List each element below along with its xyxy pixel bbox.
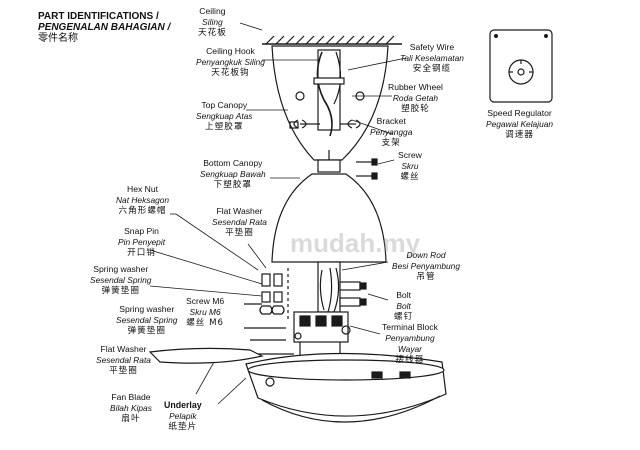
watermark-text: mudah.my [290, 228, 421, 258]
small-parts [206, 268, 294, 355]
title-chinese: 零件名称 [38, 33, 78, 44]
fan-blade-shape [148, 347, 264, 364]
speed-regulator-plate [489, 29, 553, 103]
bolts [339, 281, 367, 307]
ceiling-hatch [262, 35, 402, 45]
title-malay: PENGENALAN BAHAGIAN / [38, 22, 171, 33]
title-english: PART IDENTIFICATIONS / [38, 11, 159, 22]
